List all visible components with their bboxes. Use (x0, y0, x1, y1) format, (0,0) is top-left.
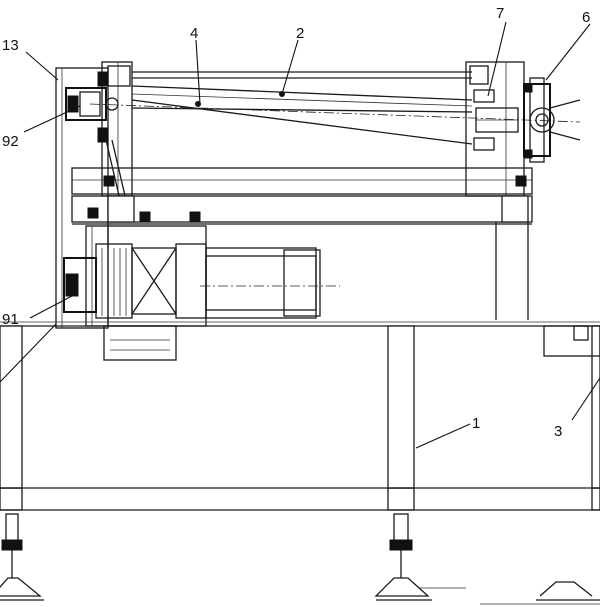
leader-lines (0, 21, 600, 449)
callout-1: 1 (472, 415, 480, 432)
callout-92: 92 (2, 133, 19, 150)
callout-6: 6 (582, 9, 590, 26)
callout-2: 2 (296, 25, 304, 42)
motor-gearbox (63, 207, 340, 361)
lower-frame (0, 321, 600, 511)
callout-4: 4 (190, 25, 198, 42)
bearing-housing (523, 77, 581, 163)
callout-labels: 13 4 2 7 6 92 91 1 3 (2, 5, 590, 440)
upper-legs (107, 222, 529, 326)
roller-assembly (89, 71, 581, 145)
left-bearing (65, 71, 127, 201)
callout-13: 13 (2, 37, 19, 54)
upper-frame (71, 167, 533, 225)
leveling-feet (0, 513, 600, 605)
callout-3: 3 (554, 423, 562, 440)
callout-7: 7 (496, 5, 504, 22)
right-frame-plate (465, 61, 525, 197)
callout-91: 91 (2, 311, 19, 328)
